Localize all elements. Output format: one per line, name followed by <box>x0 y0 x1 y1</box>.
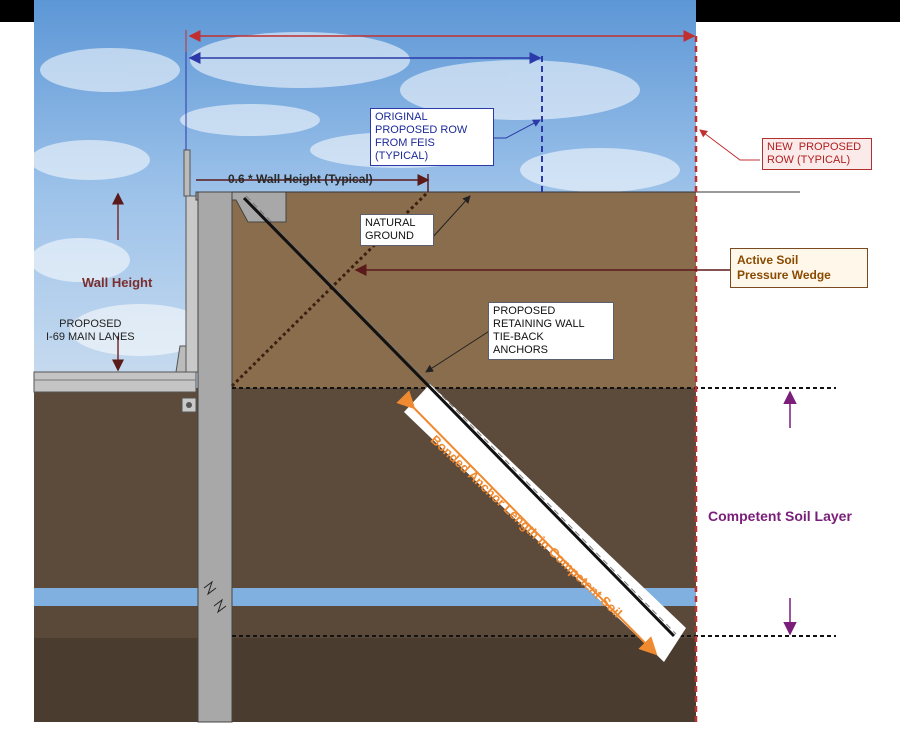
mid-soil <box>34 606 696 638</box>
tieback-leader <box>425 327 495 373</box>
new-row-callout: NEW PROPOSED ROW (TYPICAL) <box>762 138 872 170</box>
bonded-length-arrow <box>396 390 658 656</box>
retaining-wall <box>197 191 233 723</box>
competent-soil-label: Competent Soil Layer <box>708 508 852 524</box>
active-wedge-callout: Active Soil Pressure Wedge <box>730 248 868 288</box>
original-row-callout: ORIGINAL PROPOSED ROW FROM FEIS (TYPICAL… <box>370 108 494 166</box>
new-row-leader <box>699 129 760 161</box>
railing-post <box>183 149 191 197</box>
roadway <box>33 371 197 393</box>
wall-height-dimension-label: 0.6 * Wall Height (Typical) <box>228 172 373 186</box>
proposed-lanes-label: PROPOSED I-69 MAIN LANES <box>46 318 135 343</box>
natural-ground-leader <box>431 195 471 239</box>
deep-soil <box>34 638 696 722</box>
wall-facing <box>185 195 199 373</box>
upper-soil <box>230 192 696 388</box>
original-row-leader <box>492 119 541 139</box>
natural-ground-callout: NATURAL GROUND <box>360 214 434 246</box>
tieback-callout: PROPOSED RETAINING WALL TIE-BACK ANCHORS <box>488 302 614 360</box>
wall-height-label: Wall Height <box>82 275 153 290</box>
